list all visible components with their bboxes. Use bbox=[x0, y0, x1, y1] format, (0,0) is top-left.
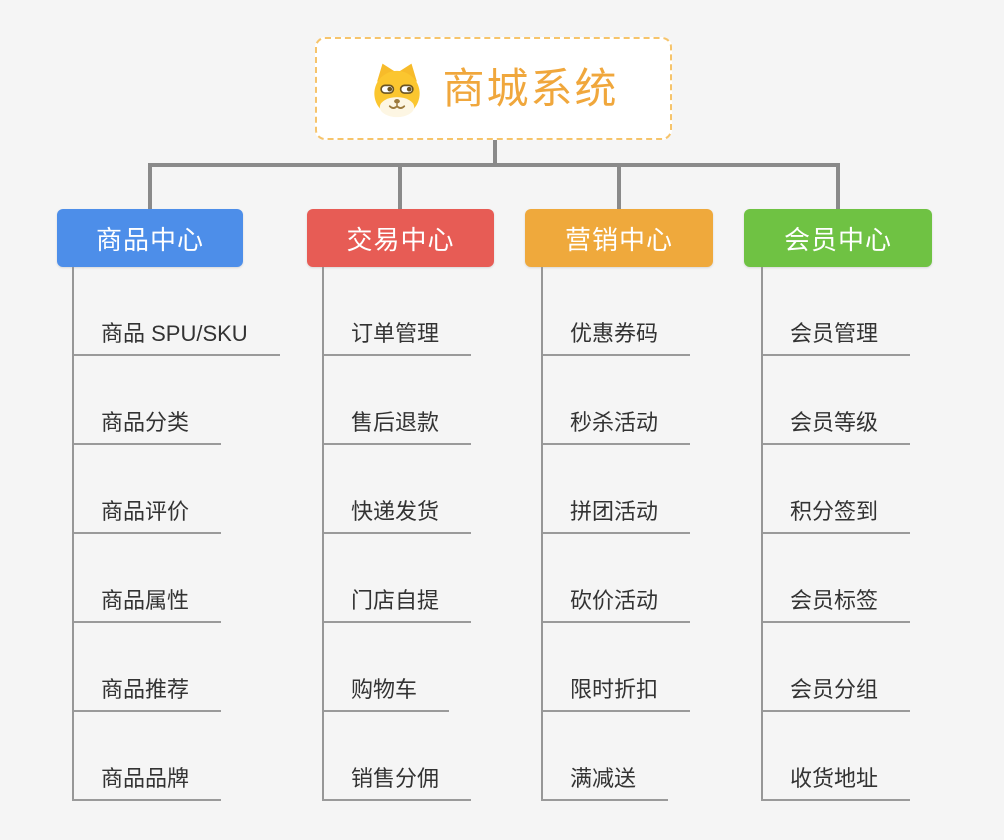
leaf-label: 购物车 bbox=[322, 676, 450, 712]
leaf-node[interactable]: 会员等级 bbox=[761, 356, 911, 445]
branch-node-product[interactable]: 商品中心 bbox=[57, 209, 243, 267]
leaf-label: 商品分类 bbox=[72, 409, 222, 445]
shiba-dog-icon bbox=[374, 63, 421, 117]
branch-children-marketing: 优惠券码 秒杀活动 拼团活动 砍价活动 限时折扣 满减送 bbox=[541, 267, 691, 801]
branch-trunk-line bbox=[761, 267, 763, 799]
leaf-label: 销售分佣 bbox=[322, 765, 472, 801]
leaf-label: 会员等级 bbox=[761, 409, 911, 445]
leaf-label: 砍价活动 bbox=[541, 587, 691, 623]
leaf-node[interactable]: 限时折扣 bbox=[541, 623, 691, 712]
branch-trunk-line bbox=[322, 267, 324, 799]
leaf-label: 售后退款 bbox=[322, 409, 472, 445]
leaf-node[interactable]: 门店自提 bbox=[322, 534, 472, 623]
leaf-label: 拼团活动 bbox=[541, 498, 691, 534]
leaf-label: 优惠券码 bbox=[541, 320, 691, 356]
branch-label: 商品中心 bbox=[95, 224, 204, 255]
leaf-node[interactable]: 售后退款 bbox=[322, 356, 472, 445]
leaf-node[interactable]: 积分签到 bbox=[761, 445, 911, 534]
leaf-node[interactable]: 商品 SPU/SKU bbox=[72, 267, 280, 356]
leaf-label: 秒杀活动 bbox=[541, 409, 691, 445]
leaf-label: 会员标签 bbox=[761, 587, 911, 623]
connector-stub-member bbox=[836, 165, 840, 209]
branch-node-trade[interactable]: 交易中心 bbox=[307, 209, 494, 267]
leaf-node[interactable]: 会员分组 bbox=[761, 623, 911, 712]
branch-label: 营销中心 bbox=[564, 224, 673, 255]
leaf-label: 订单管理 bbox=[322, 320, 472, 356]
leaf-node[interactable]: 满减送 bbox=[541, 712, 690, 801]
leaf-node[interactable]: 购物车 bbox=[322, 623, 471, 712]
leaf-node[interactable]: 秒杀活动 bbox=[541, 356, 691, 445]
connector-stub-trade bbox=[398, 165, 402, 209]
branch-label: 会员中心 bbox=[783, 224, 892, 255]
leaf-label: 商品属性 bbox=[72, 587, 222, 623]
leaf-node[interactable]: 销售分佣 bbox=[322, 712, 472, 801]
leaf-node[interactable]: 商品分类 bbox=[72, 356, 280, 445]
branch-label: 交易中心 bbox=[346, 224, 455, 255]
leaf-node[interactable]: 商品推荐 bbox=[72, 623, 280, 712]
leaf-node[interactable]: 商品品牌 bbox=[72, 712, 280, 801]
branch-children-trade: 订单管理 售后退款 快递发货 门店自提 购物车 销售分佣 bbox=[322, 267, 472, 801]
leaf-label: 收货地址 bbox=[761, 765, 911, 801]
leaf-node[interactable]: 订单管理 bbox=[322, 267, 472, 356]
leaf-node[interactable]: 收货地址 bbox=[761, 712, 911, 801]
connector-stub-product bbox=[148, 165, 152, 209]
branch-trunk-line bbox=[541, 267, 543, 799]
leaf-label: 快递发货 bbox=[322, 498, 472, 534]
leaf-label: 限时折扣 bbox=[541, 676, 691, 712]
leaf-label: 商品 SPU/SKU bbox=[72, 320, 280, 356]
connector-horizontal-bar bbox=[148, 163, 840, 167]
root-title: 商城系统 bbox=[442, 64, 619, 112]
leaf-label: 商品评价 bbox=[72, 498, 222, 534]
root-node[interactable]: 商城系统 bbox=[315, 37, 672, 140]
leaf-node[interactable]: 优惠券码 bbox=[541, 267, 691, 356]
leaf-node[interactable]: 商品属性 bbox=[72, 534, 280, 623]
leaf-label: 满减送 bbox=[541, 765, 669, 801]
connector-stub-marketing bbox=[617, 165, 621, 209]
leaf-label: 积分签到 bbox=[761, 498, 911, 534]
leaf-label: 商品品牌 bbox=[72, 765, 222, 801]
leaf-label: 门店自提 bbox=[322, 587, 472, 623]
leaf-node[interactable]: 会员管理 bbox=[761, 267, 911, 356]
leaf-node[interactable]: 拼团活动 bbox=[541, 445, 691, 534]
leaf-node[interactable]: 快递发货 bbox=[322, 445, 472, 534]
branch-node-marketing[interactable]: 营销中心 bbox=[525, 209, 713, 267]
leaf-label: 商品推荐 bbox=[72, 676, 222, 712]
leaf-node[interactable]: 会员标签 bbox=[761, 534, 911, 623]
leaf-node[interactable]: 商品评价 bbox=[72, 445, 280, 534]
branch-trunk-line bbox=[72, 267, 74, 799]
leaf-label: 会员分组 bbox=[761, 676, 911, 712]
connector-root-stub bbox=[493, 140, 497, 165]
branch-node-member[interactable]: 会员中心 bbox=[744, 209, 932, 267]
leaf-label: 会员管理 bbox=[761, 320, 911, 356]
leaf-node[interactable]: 砍价活动 bbox=[541, 534, 691, 623]
branch-children-member: 会员管理 会员等级 积分签到 会员标签 会员分组 收货地址 bbox=[761, 267, 911, 801]
branch-children-product: 商品 SPU/SKU 商品分类 商品评价 商品属性 商品推荐 商品品牌 bbox=[72, 267, 280, 801]
